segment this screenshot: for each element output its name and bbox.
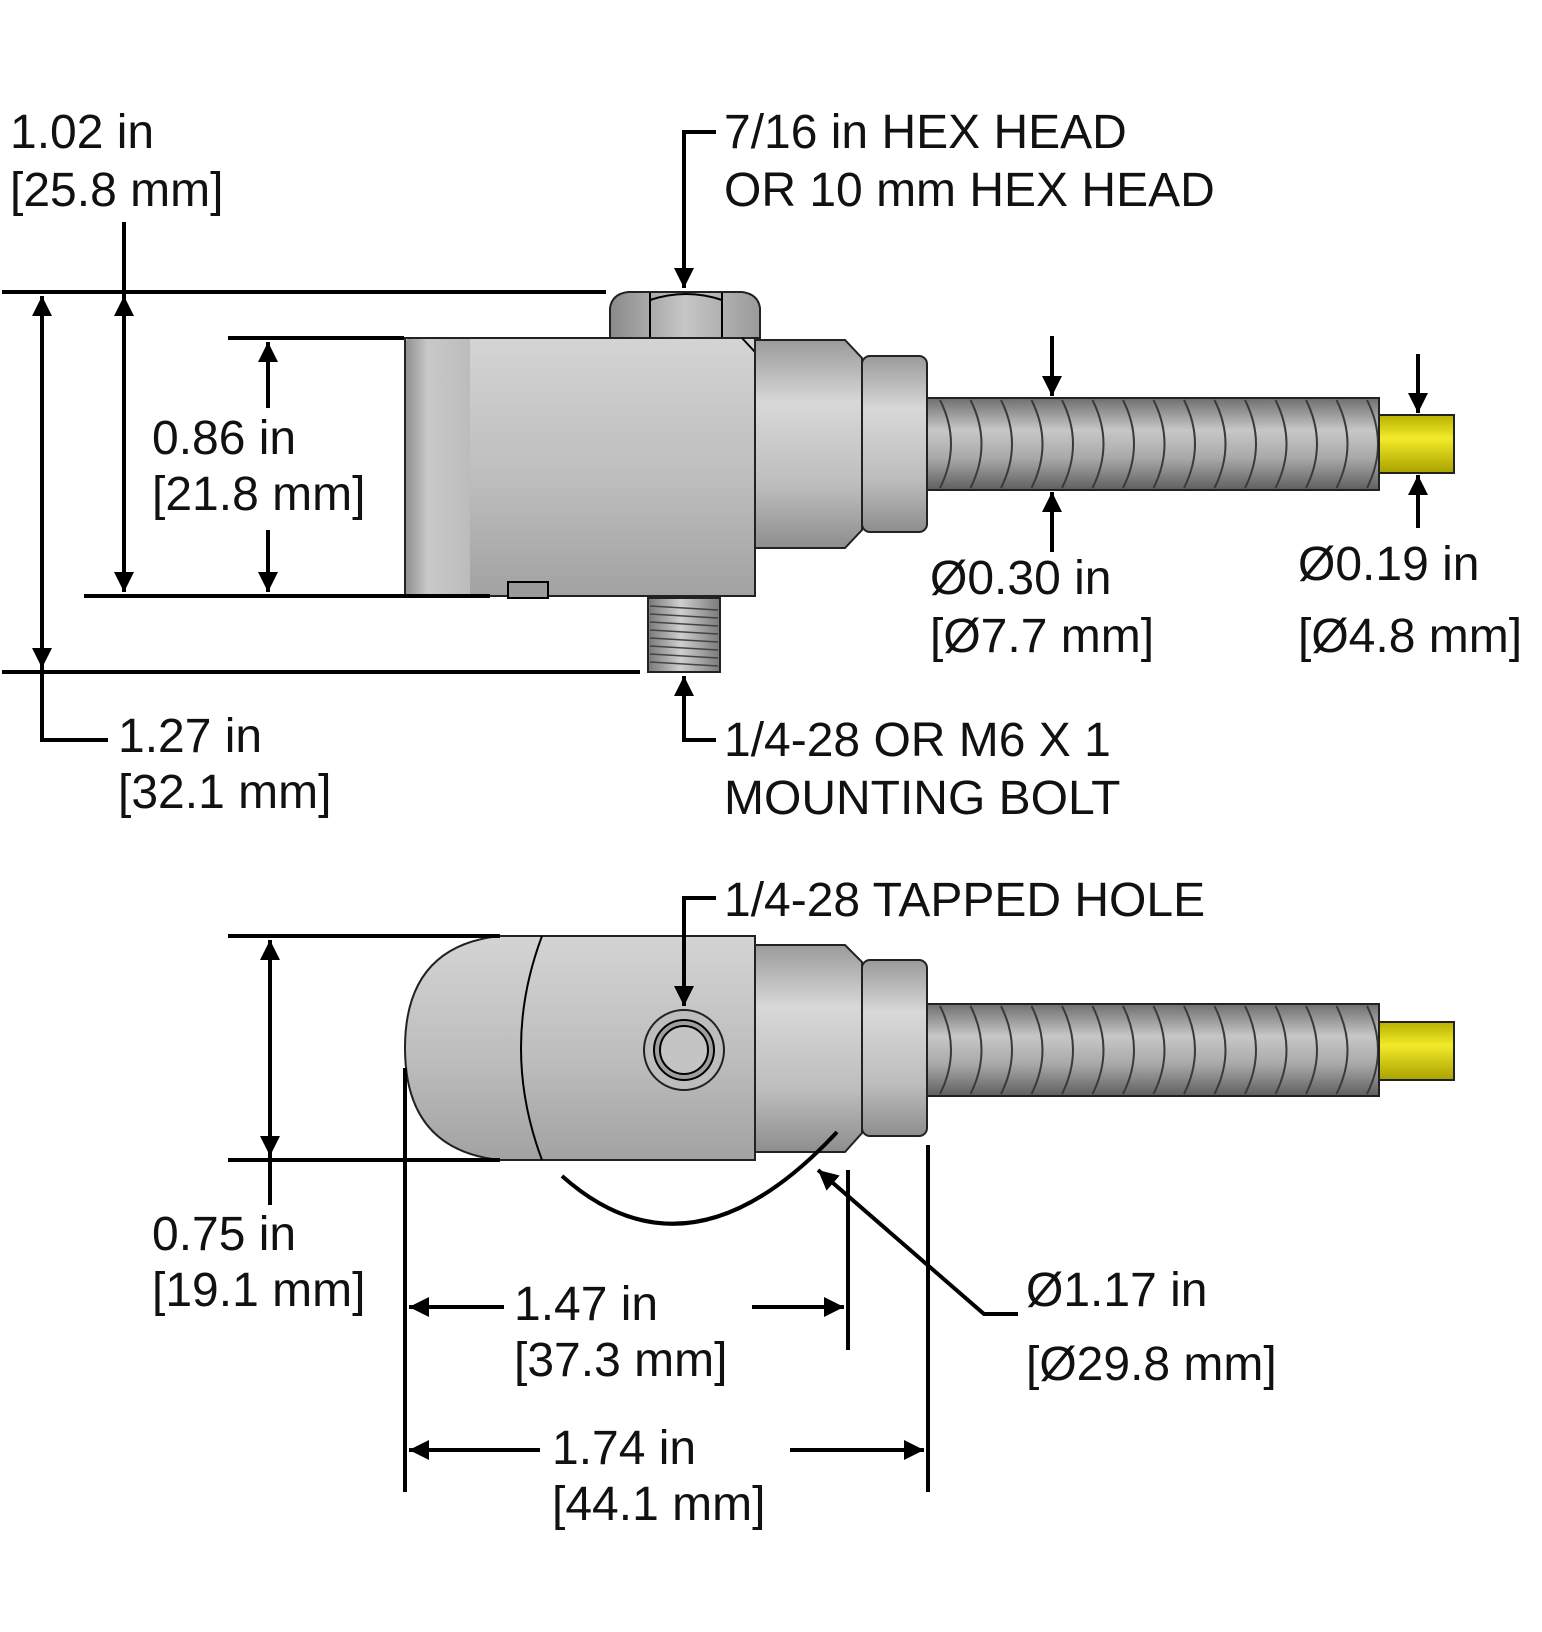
dim-length-short-mm: [37.3 mm] (514, 1334, 727, 1387)
armor-ring (1030, 399, 1044, 489)
leader-tapped-hole (674, 896, 716, 1006)
dim-upper-height-mm: [25.8 mm] (10, 164, 223, 217)
armor-ring (939, 399, 952, 489)
dim-cable-dia-mm: [Ø4.8 mm] (1298, 610, 1522, 663)
armored-cable (926, 397, 1380, 491)
dim-line-total-height (32, 296, 108, 742)
dim-total-height-in: 1.27 in (118, 710, 262, 763)
armor-ring (1305, 399, 1318, 489)
armor-ring (1183, 1005, 1196, 1095)
dim-swing-dia-mm: [Ø29.8 mm] (1026, 1338, 1277, 1391)
bolt-thread (649, 629, 719, 635)
armor-ring (1000, 1005, 1013, 1095)
armor-ring (1183, 399, 1196, 489)
armor-ring (939, 1005, 952, 1095)
connector-top (754, 944, 928, 1153)
hex-head (609, 291, 761, 339)
dim-body-height-in: 0.86 in (152, 412, 296, 465)
dim-width-in: 0.75 in (152, 1208, 296, 1261)
tapped-hole (643, 1009, 725, 1091)
armor-ring (1091, 1005, 1105, 1095)
dim-total-height-mm: [32.1 mm] (118, 766, 331, 819)
armor-ring (1244, 1005, 1257, 1095)
armor-ring (1091, 399, 1105, 489)
hex-head-label-2: OR 10 mm HEX HEAD (724, 164, 1215, 217)
dim-armor-dia-in: Ø0.30 in (930, 552, 1111, 605)
side-view: 7/16 in HEX HEAD OR 10 mm HEX HEAD 1.02 … (2, 106, 1522, 825)
armor-ring (1122, 399, 1135, 489)
mounting-bolt-label-2: MOUNTING BOLT (724, 772, 1120, 825)
swing-radius-arc (560, 1130, 839, 1226)
dim-width-mm: [19.1 mm] (152, 1264, 365, 1317)
armor-ring (1335, 1005, 1349, 1095)
dim-length-long-in: 1.74 in (552, 1422, 696, 1475)
bolt-thread (649, 621, 719, 627)
top-view: 1/4-28 TAPPED HOLE 0.75 in [19.1 mm] 1.4… (152, 874, 1455, 1531)
sensor-body-top (403, 935, 756, 1161)
leader-hex-head (674, 130, 716, 288)
bolt-thread (649, 605, 719, 611)
dim-length-short-in: 1.47 in (514, 1278, 658, 1331)
armor-ring (1061, 1005, 1074, 1095)
armor-ring (969, 1005, 983, 1095)
armor-ring (1061, 399, 1074, 489)
tapped-hole-label: 1/4-28 TAPPED HOLE (724, 874, 1205, 927)
bolt-thread (649, 613, 719, 619)
bolt-thread (649, 645, 719, 651)
bolt-thread (649, 637, 719, 643)
cable-jacket-top (1378, 1021, 1455, 1081)
dim-upper-height-in: 1.02 in (10, 106, 154, 159)
leader-swing-dia (816, 1168, 1018, 1316)
armor-ring (1274, 1005, 1288, 1095)
sensor-body (404, 337, 756, 599)
armor-ring (1244, 399, 1257, 489)
hex-head-label-1: 7/16 in HEX HEAD (724, 106, 1127, 159)
mounting-bolt-label-1: 1/4-28 OR M6 X 1 (724, 714, 1111, 767)
armor-ring (1305, 1005, 1318, 1095)
armor-ring (1122, 1005, 1135, 1095)
armored-cable-top (926, 1003, 1380, 1097)
armor-ring (1335, 399, 1349, 489)
bolt-thread (649, 653, 719, 659)
armor-ring (1213, 399, 1227, 489)
dim-armor-dia-mm: [Ø7.7 mm] (930, 610, 1154, 663)
cable-jacket (1378, 414, 1455, 474)
armor-ring (969, 399, 983, 489)
leader-mounting-bolt (674, 676, 716, 742)
dim-swing-dia-in: Ø1.17 in (1026, 1264, 1207, 1317)
dim-length-long-mm: [44.1 mm] (552, 1478, 765, 1531)
armor-ring (1030, 1005, 1044, 1095)
bolt-thread (649, 661, 719, 667)
armor-ring (1152, 399, 1166, 489)
armor-ring (1274, 399, 1288, 489)
mounting-bolt (647, 597, 721, 673)
armor-ring (1000, 399, 1013, 489)
dim-cable-dia-in: Ø0.19 in (1298, 538, 1479, 591)
dim-body-height-mm: [21.8 mm] (152, 468, 365, 521)
connector (754, 339, 928, 549)
armor-ring (1213, 1005, 1227, 1095)
armor-ring (1152, 1005, 1166, 1095)
